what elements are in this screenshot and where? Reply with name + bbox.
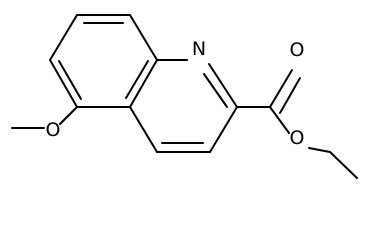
nitrogen-atom-label: N — [192, 38, 206, 60]
bond — [269, 69, 293, 108]
pyridine-ring — [129, 59, 238, 153]
carbonyl-oxygen-label: O — [290, 39, 305, 61]
bond — [129, 59, 158, 108]
bond — [49, 59, 78, 108]
bond — [209, 106, 238, 153]
bond — [279, 77, 301, 114]
methoxy-oxygen-label: O — [46, 119, 61, 141]
bond — [269, 106, 290, 134]
bond — [49, 14, 78, 61]
benzene-ring — [49, 14, 158, 108]
inner-double-bond — [58, 60, 82, 100]
methoxy-group — [11, 106, 78, 129]
bond — [59, 106, 78, 125]
bond — [129, 106, 158, 153]
chemical-structure-diagram: N O O O — [11, 14, 358, 179]
ester-oxygen-label: O — [290, 127, 305, 149]
bond — [308, 147, 331, 153]
bond — [329, 151, 358, 179]
ester-group — [236, 69, 358, 179]
inner-double-bond — [125, 60, 149, 99]
inner-double-bond — [203, 73, 228, 108]
bond — [129, 14, 158, 61]
bond — [208, 63, 238, 108]
